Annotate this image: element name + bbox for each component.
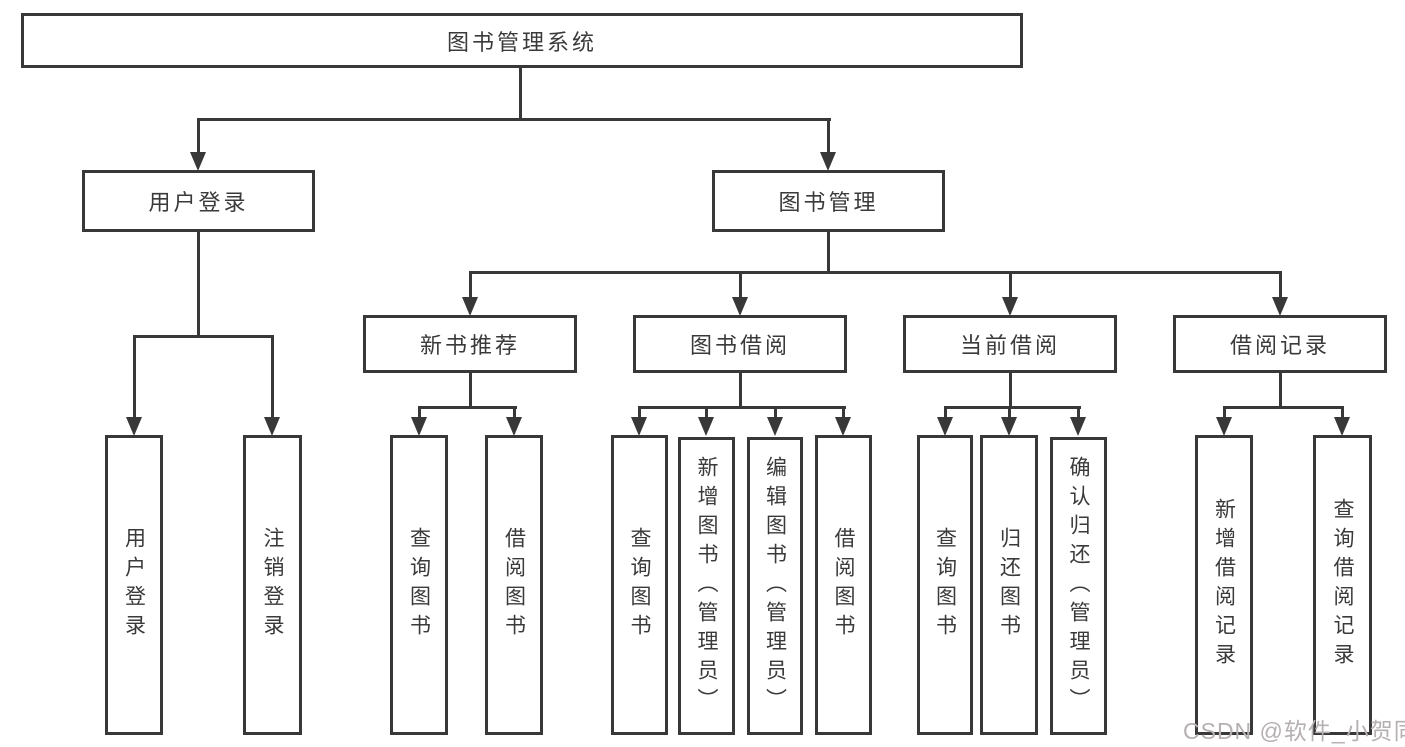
connector-line [1279,373,1282,406]
node-label: 查询图书 [933,527,957,643]
leaf-edit-books-admin: 编辑图书（管理员） [747,437,803,735]
node-label: 借阅图书 [832,527,855,643]
connector-line [197,118,200,154]
connector-line [638,406,641,419]
node-label: 新增借阅记录 [1212,498,1236,672]
node-label: 图书管理 [778,190,879,215]
node-label: 借阅记录 [1229,333,1330,358]
arrow-down-icon [1334,417,1350,436]
arrow-down-icon [190,152,206,171]
connector-line [469,271,1282,274]
node-label: 图书借阅 [689,333,790,358]
connector-line [1279,271,1282,299]
leaf-logout: 注销登录 [243,435,302,735]
node-book-management: 图书管理 [712,170,945,232]
connector-line [1009,373,1012,406]
arrow-down-icon [767,417,783,436]
connector-line [944,406,1081,409]
node-label: 注销登录 [261,527,284,643]
node-label: 新增图书（管理员） [695,455,718,717]
arrow-down-icon [462,297,478,316]
connector-line [705,406,708,419]
arrow-down-icon [1001,417,1017,436]
node-label: 借阅图书 [502,527,526,643]
node-current-borrowing: 当前借阅 [903,315,1117,373]
arrow-down-icon [126,417,142,436]
connector-line [1223,406,1344,409]
connector-line [513,406,516,419]
node-label: 图书管理系统 [446,29,597,55]
connector-line [1223,406,1226,419]
connector-line [842,406,845,419]
connector-line [1008,406,1011,419]
node-label: 确认归还（管理员） [1067,455,1090,717]
connector-line [271,335,274,419]
connector-line [197,118,831,121]
connector-line [638,406,846,409]
leaf-borrow-books-recommend: 借阅图书 [485,435,543,735]
node-label: 用户登录 [148,190,249,215]
arrow-down-icon [1002,297,1018,316]
connector-line [418,406,421,419]
arrow-down-icon [1216,417,1232,436]
connector-line [469,271,472,299]
node-label: 用户登录 [122,527,146,643]
connector-line [1077,406,1080,419]
leaf-add-borrow-record: 新增借阅记录 [1195,435,1253,735]
leaf-confirm-return-admin: 确认归还（管理员） [1050,437,1107,735]
connector-line [1009,271,1012,299]
connector-line [774,406,777,419]
arrow-down-icon [411,417,427,436]
node-label: 编辑图书（管理员） [763,455,787,717]
leaf-query-books-recommend: 查询图书 [390,435,448,735]
leaf-user-login: 用户登录 [105,435,163,735]
connector-line [418,406,517,409]
arrow-down-icon [631,417,647,436]
node-borrowing-records: 借阅记录 [1173,315,1387,373]
leaf-add-books-admin: 新增图书（管理员） [678,437,735,735]
connector-line [519,68,522,118]
connector-line [469,373,472,406]
connector-line [739,373,742,406]
node-label: 查询图书 [407,527,431,643]
arrow-down-icon [835,417,851,436]
arrow-down-icon [937,417,953,436]
node-root: 图书管理系统 [21,13,1023,68]
node-label: 当前借阅 [959,333,1060,358]
arrow-down-icon [732,297,748,316]
node-book-borrowing: 图书借阅 [633,315,847,373]
arrow-down-icon [820,152,836,171]
leaf-query-borrow-record: 查询借阅记录 [1313,435,1372,735]
connector-line [133,335,136,419]
connector-line [133,335,274,338]
connector-line [197,232,200,335]
leaf-query-books-current: 查询图书 [917,435,973,735]
arrow-down-icon [506,417,522,436]
arrow-down-icon [698,417,714,436]
leaf-query-books-borrowing: 查询图书 [611,435,668,735]
connector-line [1341,406,1344,419]
node-user-login: 用户登录 [82,170,315,232]
node-label: 查询借阅记录 [1331,498,1354,672]
arrow-down-icon [264,417,280,436]
csdn-watermark: CSDN @软件_小贺同学 [1183,718,1405,744]
arrow-down-icon [1272,297,1288,316]
connector-line [739,271,742,299]
arrow-down-icon [1070,417,1086,436]
node-new-book-recommendation: 新书推荐 [363,315,577,373]
leaf-borrow-books-borrowing: 借阅图书 [815,435,872,735]
node-label: 查询图书 [628,527,651,643]
node-label: 归还图书 [997,527,1021,643]
leaf-return-books: 归还图书 [980,435,1038,735]
connector-line [827,118,830,154]
node-label: 新书推荐 [419,333,520,358]
connector-line [827,232,830,271]
connector-line [944,406,947,419]
